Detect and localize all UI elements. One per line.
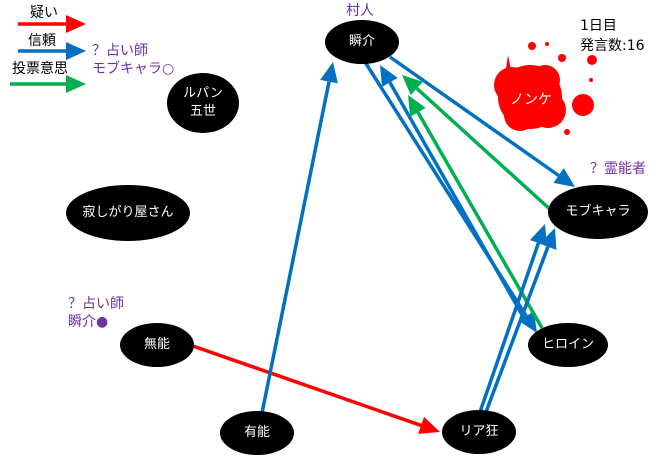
mob-medium-claim: ？霊能者 [590,161,646,177]
legend-suspicion-label: 疑い [30,5,58,21]
arrow-8 [484,228,557,413]
legend-green-arrow [10,75,86,93]
node-shunsuke[interactable]: 瞬介 [325,20,399,64]
legend-trust-label: 信頼 [28,33,56,49]
node-munou[interactable]: 無能 [120,323,194,367]
node-heroine[interactable]: ヒロイン [528,323,608,367]
node-yuunou[interactable]: 有能 [220,411,294,455]
legend-blue-arrow [18,42,86,60]
node-mob[interactable]: モブキャラ [548,185,648,239]
legend-red-arrow [18,15,86,33]
node-lonely[interactable]: 寂しがり屋さん [66,185,190,241]
arrow-1 [260,62,338,414]
arrow-0 [189,343,440,434]
day-info: 1日目発言数:16 [580,18,645,54]
node-nonke[interactable]: ノンケ [510,92,552,108]
mob-seer-claim: ？占い師モブキャラ○ [92,43,175,77]
node-riakyou[interactable]: リア狂 [442,410,516,454]
shunsuke-seer-claim: ？占い師瞬介● [68,296,124,330]
shunsuke-role: 村人 [346,3,374,19]
arrow-3 [380,65,527,321]
node-lupin[interactable]: ルパン五世 [167,73,239,133]
arrow-6 [402,75,555,214]
nonke-splat [494,42,597,135]
arrow-4 [388,55,575,187]
legend-vote-label: 投票意思 [12,61,68,77]
